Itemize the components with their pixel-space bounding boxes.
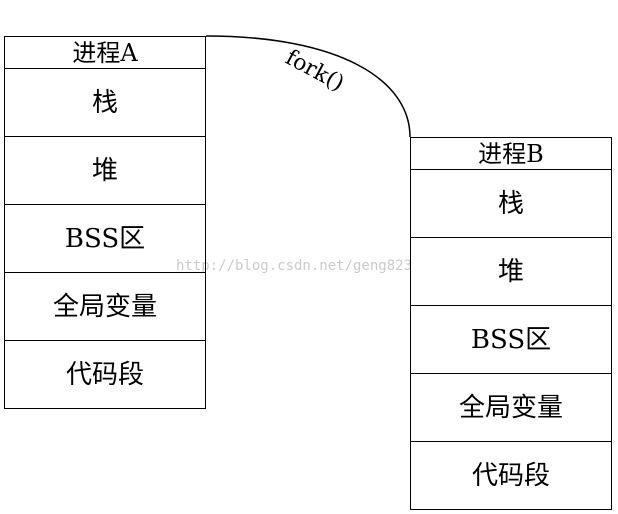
process-a-title: 进程A <box>4 36 206 69</box>
process-a-bss: BSS区 <box>4 205 206 273</box>
process-b-title: 进程B <box>410 137 612 170</box>
fork-arrow-curve <box>205 35 411 138</box>
process-a-code: 代码段 <box>4 341 206 409</box>
process-a-globals: 全局变量 <box>4 273 206 341</box>
process-a-stack: 栈 <box>4 69 206 137</box>
process-b-stack: 栈 <box>410 170 612 238</box>
process-a-memory: 进程A 栈 堆 BSS区 全局变量 代码段 <box>4 36 206 409</box>
watermark: http://blog.csdn.net/geng823 <box>176 258 413 274</box>
process-b-memory: 进程B 栈 堆 BSS区 全局变量 代码段 <box>410 137 612 510</box>
fork-label: fork() <box>281 45 348 96</box>
process-b-code: 代码段 <box>410 442 612 510</box>
process-a-heap: 堆 <box>4 137 206 205</box>
process-b-heap: 堆 <box>410 238 612 306</box>
process-b-globals: 全局变量 <box>410 374 612 442</box>
process-b-bss: BSS区 <box>410 306 612 374</box>
